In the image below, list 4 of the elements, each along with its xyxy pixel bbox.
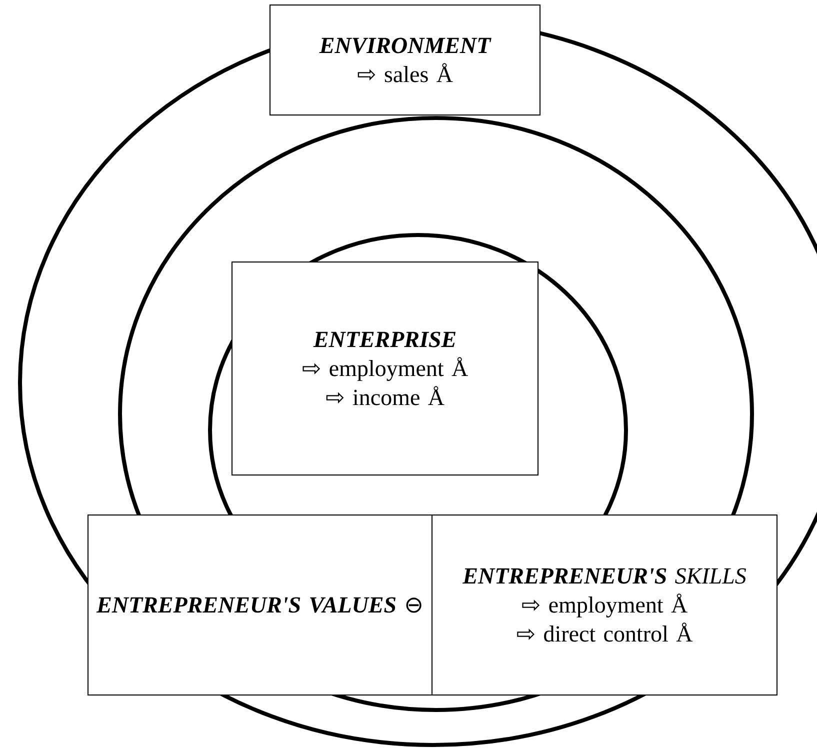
text-box: ENTREPRENEUR'S VALUES ⊖ — [88, 514, 432, 696]
text-box: ENTERPRISE ⇨ employment Å ⇨ income Å — [232, 262, 538, 476]
text-box: ENVIRONMENT ⇨ sales Å — [270, 4, 540, 116]
text-box: ENTREPRENEUR'S SKILLS ⇨ employment Å ⇨ direct control Å — [432, 514, 778, 696]
